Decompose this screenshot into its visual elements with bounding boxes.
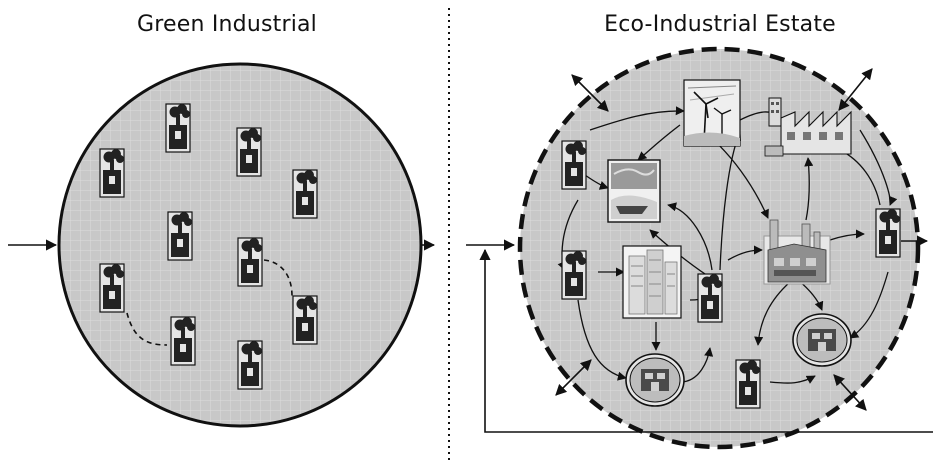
green-industrial-title: Green Industrial [137,12,317,37]
factory-icon [170,316,196,366]
factory-icon [735,359,761,409]
flow-arrow [667,202,713,271]
left-dashed-link [263,259,293,297]
factory-icon [561,140,587,190]
industrial-plant-icon [764,97,852,157]
flow-arrow [829,229,865,241]
flow-arrow [804,157,814,221]
flow-arrow [637,124,681,161]
processing-plant-icon [763,219,831,285]
factory-icon [875,208,901,258]
factory-icon [237,340,263,390]
flow-arrow [577,299,627,381]
flow-arrow [584,174,609,190]
two-way-arrow [833,374,867,411]
flow-arrow [754,281,791,346]
flow-arrow [849,271,889,339]
wind-turbine-icon [683,79,741,147]
two-way-arrow [838,68,873,111]
two-way-arrow [555,359,592,396]
factory-icon [99,263,125,313]
boundary-exchange-arrows [555,68,873,411]
flow-arrow [589,106,685,131]
circular-building-icon [792,313,852,367]
factory-icon [292,295,318,345]
two-way-arrow [571,74,609,112]
factory-icon [236,127,262,177]
factory-icon [165,103,191,153]
factory-icon [292,169,318,219]
factory-icon [167,211,193,261]
flow-arrow [859,129,898,206]
factory-icon [697,273,723,323]
flow-arrow [769,375,816,384]
landfill-icon [607,159,661,223]
factory-icon [237,237,263,287]
feedback-loop-arrow [479,248,933,433]
flow-arrow [727,245,763,261]
factory-icon [99,148,125,198]
left-dashed-link [126,312,168,346]
factory-icon [561,250,587,300]
eco-industrial-estate-title: Eco-Industrial Estate [604,12,836,37]
circular-building-icon [625,353,685,407]
apartment-building-icon [622,245,682,319]
